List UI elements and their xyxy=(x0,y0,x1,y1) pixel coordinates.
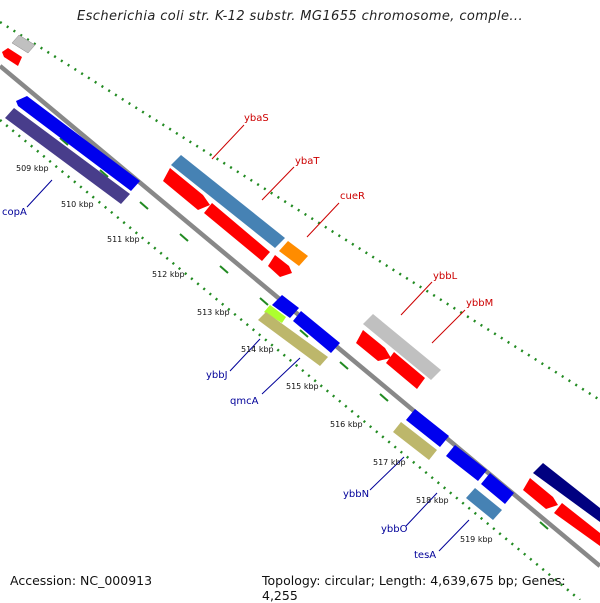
gene-label-ybbL[interactable]: ybbL xyxy=(433,271,458,282)
reverse-features xyxy=(258,295,514,520)
cds-red-ybaT-2[interactable] xyxy=(204,203,270,261)
gene-labels: ybaS ybaT cueR ybbL ybbM copA ybbJ qmcA … xyxy=(2,113,493,561)
cds-ybaS[interactable] xyxy=(171,155,285,248)
cds-red-ybaT[interactable] xyxy=(163,168,210,210)
cds-red-ybbM-1[interactable] xyxy=(356,330,391,361)
tick-label: 518 kbp xyxy=(416,496,449,505)
tick-label: 509 kbp xyxy=(16,164,49,173)
cds-navy-large[interactable] xyxy=(533,463,600,522)
tick-label: 513 kbp xyxy=(197,308,230,317)
gene-label-cueR[interactable]: cueR xyxy=(340,191,365,202)
tick-label: 514 kbp xyxy=(241,345,274,354)
cds-blue-copA-upper[interactable] xyxy=(16,96,140,191)
cds-blue-ybbO-2[interactable] xyxy=(481,473,514,504)
topology-text: Topology: circular; Length: 4,639,675 bp… xyxy=(262,573,566,603)
cds-red-small[interactable] xyxy=(2,48,22,66)
gene-label-copA[interactable]: copA xyxy=(2,207,27,218)
cds-red-edge-1[interactable] xyxy=(523,478,558,509)
cds-blue-ybbN-1[interactable] xyxy=(406,409,449,447)
tick-label: 511 kbp xyxy=(107,235,140,244)
cds-red-edge-2[interactable] xyxy=(554,503,600,546)
cds-cueR[interactable] xyxy=(279,241,308,266)
cds-red-ybbM-2[interactable] xyxy=(386,352,425,389)
cds-tesA[interactable] xyxy=(466,488,502,520)
cds-ybbJ-lime[interactable] xyxy=(264,305,286,323)
label-leaders xyxy=(26,124,470,552)
cds-qmcA[interactable] xyxy=(258,312,328,366)
gene-label-tesA[interactable]: tesA xyxy=(414,550,436,561)
cds-ybbN[interactable] xyxy=(393,422,437,460)
cds-grey-small[interactable] xyxy=(11,34,36,54)
scale-tick-labels: 509 kbp 510 kbp 511 kbp 512 kbp 513 kbp … xyxy=(16,164,493,544)
cds-red-cueR[interactable] xyxy=(268,255,292,277)
cds-ybbJ[interactable] xyxy=(272,295,299,318)
cds-blue-qmcA[interactable] xyxy=(293,311,340,353)
gene-label-ybbM[interactable]: ybbM xyxy=(466,298,493,309)
tick-label: 515 kbp xyxy=(286,382,319,391)
tick-label: 516 kbp xyxy=(330,420,363,429)
tick-label: 517 kbp xyxy=(373,458,406,467)
inner-dotted-guide xyxy=(0,119,581,600)
forward-features xyxy=(2,34,600,546)
gene-label-ybbJ[interactable]: ybbJ xyxy=(206,370,228,381)
map-title: Escherichia coli str. K-12 substr. MG165… xyxy=(77,9,523,24)
gene-label-ybbO[interactable]: ybbO xyxy=(381,524,408,535)
gene-label-ybaS[interactable]: ybaS xyxy=(244,113,269,124)
tick-label: 512 kbp xyxy=(152,270,185,279)
gene-label-qmcA[interactable]: qmcA xyxy=(230,396,259,407)
gene-label-ybaT[interactable]: ybaT xyxy=(295,156,320,167)
cds-slate-copA[interactable] xyxy=(5,108,130,204)
cds-blue-ybbO[interactable] xyxy=(446,445,487,481)
accession-text: Accession: NC_000913 xyxy=(10,573,153,588)
tick-label: 510 kbp xyxy=(61,200,94,209)
tick-label: 519 kbp xyxy=(460,535,493,544)
gene-label-ybbN[interactable]: ybbN xyxy=(343,489,369,500)
cds-ybbL[interactable] xyxy=(363,314,441,380)
